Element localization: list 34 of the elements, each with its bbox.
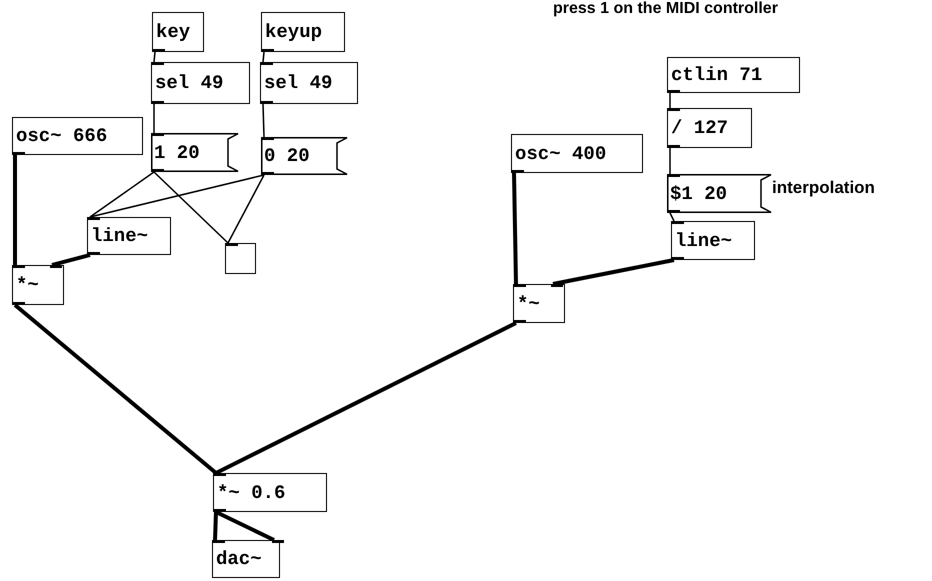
patch-cord xyxy=(668,145,680,177)
object-box: osc~ 666 xyxy=(12,117,143,155)
patch-cord xyxy=(551,257,684,287)
message-box: 0 20 xyxy=(261,137,348,175)
patch-cord xyxy=(668,90,680,111)
patch-cord xyxy=(668,210,684,224)
annotation-text: interpolation xyxy=(772,178,875,198)
patch-cord xyxy=(50,252,100,268)
object-box: line~ xyxy=(87,217,171,255)
object-box: ctlin 71 xyxy=(667,57,800,93)
object-box: osc~ 400 xyxy=(511,134,643,173)
object-box: *~ xyxy=(513,284,565,323)
patch-cord xyxy=(13,152,25,268)
object-box: *~ xyxy=(12,265,64,305)
object-box: dac~ xyxy=(212,540,280,578)
object-box: *~ 0.6 xyxy=(213,473,327,512)
patch-cord xyxy=(261,49,274,65)
patch-cord xyxy=(152,101,164,136)
note-text: press 1 on the MIDI controller xyxy=(553,0,778,18)
message-box: 1 20 xyxy=(151,133,239,172)
object-box: key xyxy=(152,12,204,52)
object-box: sel 49 xyxy=(260,62,358,104)
object-box: keyup xyxy=(261,12,345,52)
patch-cord xyxy=(512,170,526,287)
bang-box xyxy=(225,243,256,274)
patch-cord xyxy=(261,101,274,140)
patch-cord xyxy=(213,509,226,543)
patch-cord xyxy=(214,320,526,476)
object-box: line~ xyxy=(671,221,755,260)
message-box: $1 20 xyxy=(667,174,772,213)
patch-cord xyxy=(214,509,284,543)
object-box: sel 49 xyxy=(151,62,250,104)
patch-cord xyxy=(152,49,165,65)
object-box: / 127 xyxy=(667,108,752,148)
